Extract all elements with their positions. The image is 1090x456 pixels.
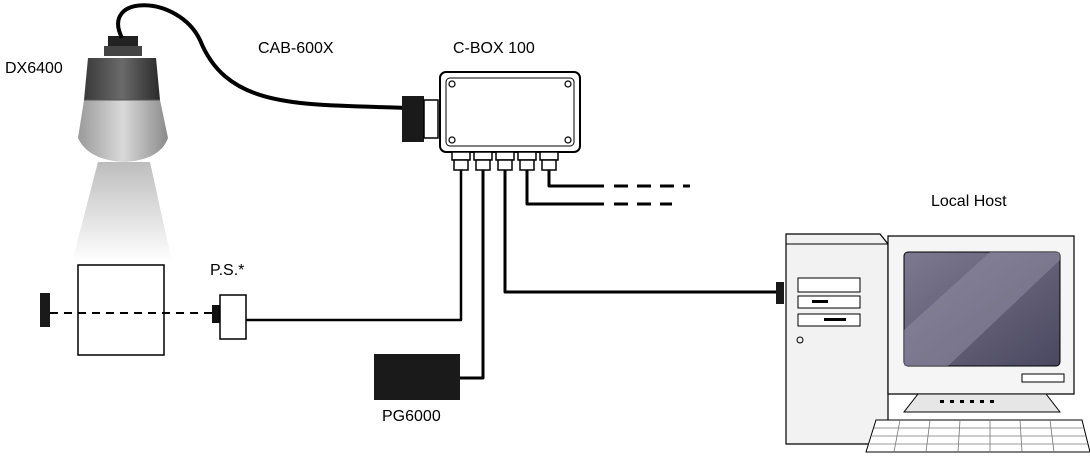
label-scanner: DX6400 xyxy=(5,60,63,77)
label-cable: CAB-600X xyxy=(258,40,334,57)
presence-sensor xyxy=(212,294,247,340)
cbox-100 xyxy=(402,71,581,171)
cable-to-encoder xyxy=(458,170,485,380)
local-host-pc xyxy=(776,233,1090,453)
cable-cab-600x xyxy=(116,3,411,110)
scanner-dx6400 xyxy=(78,36,168,162)
label-encoder: PG6000 xyxy=(382,408,441,425)
cable-to-host xyxy=(503,170,776,294)
reflector xyxy=(40,293,50,327)
cable-to-sensor xyxy=(246,170,463,322)
label-host: Local Host xyxy=(931,193,1007,210)
label-cbox: C-BOX 100 xyxy=(453,40,535,57)
label-sensor: P.S.* xyxy=(210,262,244,279)
target-object xyxy=(77,264,165,356)
encoder-pg6000 xyxy=(374,354,460,400)
scanner-beam xyxy=(72,162,172,262)
cable-output-2 xyxy=(547,170,604,188)
cable-output-1 xyxy=(525,170,604,206)
